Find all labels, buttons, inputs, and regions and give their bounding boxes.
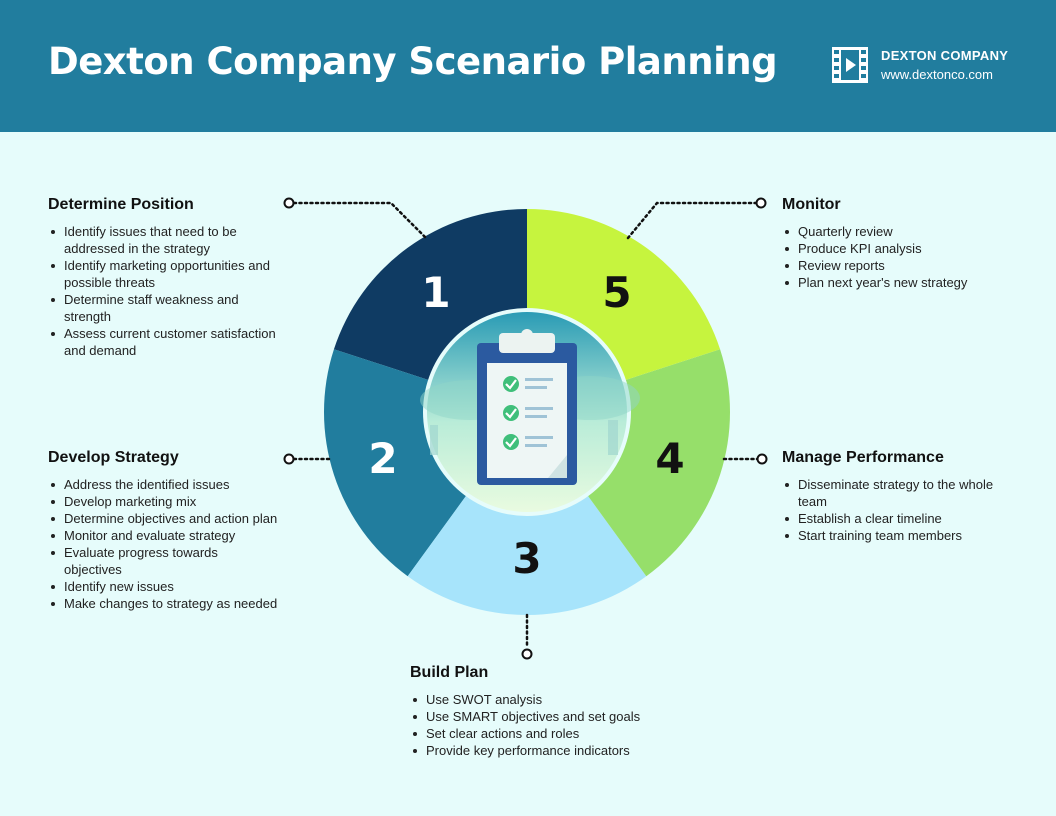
list-item: Set clear actions and roles: [410, 725, 690, 742]
list-item: Monitor and evaluate strategy: [48, 527, 278, 544]
section-develop-strategy: Develop Strategy Address the identified …: [48, 449, 278, 612]
connector-5-endpoint: [755, 197, 767, 209]
list-item: Address the identified issues: [48, 476, 278, 493]
list-item: Develop marketing mix: [48, 493, 278, 510]
segment-4: [585, 349, 730, 577]
section-title: Manage Performance: [782, 449, 944, 466]
section-manage-performance: Manage Performance Disseminate strategy …: [782, 449, 1002, 544]
segment-2: [323, 349, 469, 577]
list-item: Plan next year's new strategy: [782, 274, 1012, 291]
list-item: Disseminate strategy to the whole team: [782, 476, 1002, 510]
segment-1: [333, 209, 527, 382]
segment-number-4: 4: [655, 434, 684, 483]
list-item: Use SWOT analysis: [410, 691, 690, 708]
list-item: Review reports: [782, 257, 1012, 274]
list-item: Evaluate progress towards objectives: [48, 544, 278, 578]
section-monitor: Monitor Quarterly review Produce KPI ana…: [782, 196, 1012, 291]
company-name: DEXTON COMPANY: [881, 48, 1009, 63]
section-title: Build Plan: [410, 664, 489, 681]
list-item: Identify new issues: [48, 578, 278, 595]
section-determine-position: Determine Position Identify issues that …: [48, 196, 278, 359]
header-banner: [0, 0, 1056, 132]
list-item: Assess current customer satisfaction and…: [48, 325, 278, 359]
segments-group: [323, 209, 730, 615]
segment-number-5: 5: [602, 268, 631, 317]
segment-5: [527, 209, 721, 382]
connector-1-endpoint: [283, 197, 295, 209]
connector-5: [626, 201, 758, 240]
section-title: Determine Position: [48, 196, 194, 213]
list-item: Identify issues that need to be addresse…: [48, 223, 278, 257]
page-title: Dexton Company Scenario Planning: [48, 40, 778, 83]
section-build-plan: Build Plan Use SWOT analysis Use SMART o…: [410, 664, 690, 759]
list-item: Establish a clear timeline: [782, 510, 1002, 527]
list-item: Determine staff weakness and strength: [48, 291, 278, 325]
list-item: Produce KPI analysis: [782, 240, 1012, 257]
film-play-icon: [832, 47, 868, 83]
section-title: Monitor: [782, 196, 841, 213]
list-item: Start training team members: [782, 527, 1002, 544]
connector-1: [292, 201, 428, 240]
list-item: Provide key performance indicators: [410, 742, 690, 759]
segment-3: [407, 492, 647, 615]
connectors-group: [283, 197, 768, 660]
clipboard-checklist-icon: [420, 308, 640, 516]
segment-number-2: 2: [368, 434, 397, 483]
connector-3-endpoint: [521, 648, 533, 660]
connector-4-endpoint: [756, 453, 768, 465]
company-url: www.dextonco.com: [881, 67, 993, 82]
list-item: Quarterly review: [782, 223, 1012, 240]
list-item: Use SMART objectives and set goals: [410, 708, 690, 725]
list-item: Identify marketing opportunities and pos…: [48, 257, 278, 291]
list-item: Determine objectives and action plan: [48, 510, 278, 527]
connector-2-endpoint: [283, 453, 295, 465]
section-title: Develop Strategy: [48, 449, 179, 466]
segment-number-1: 1: [421, 268, 450, 317]
list-item: Make changes to strategy as needed: [48, 595, 278, 612]
numbers-group: 1 2 3 4 5: [368, 268, 684, 583]
segment-number-3: 3: [512, 534, 541, 583]
